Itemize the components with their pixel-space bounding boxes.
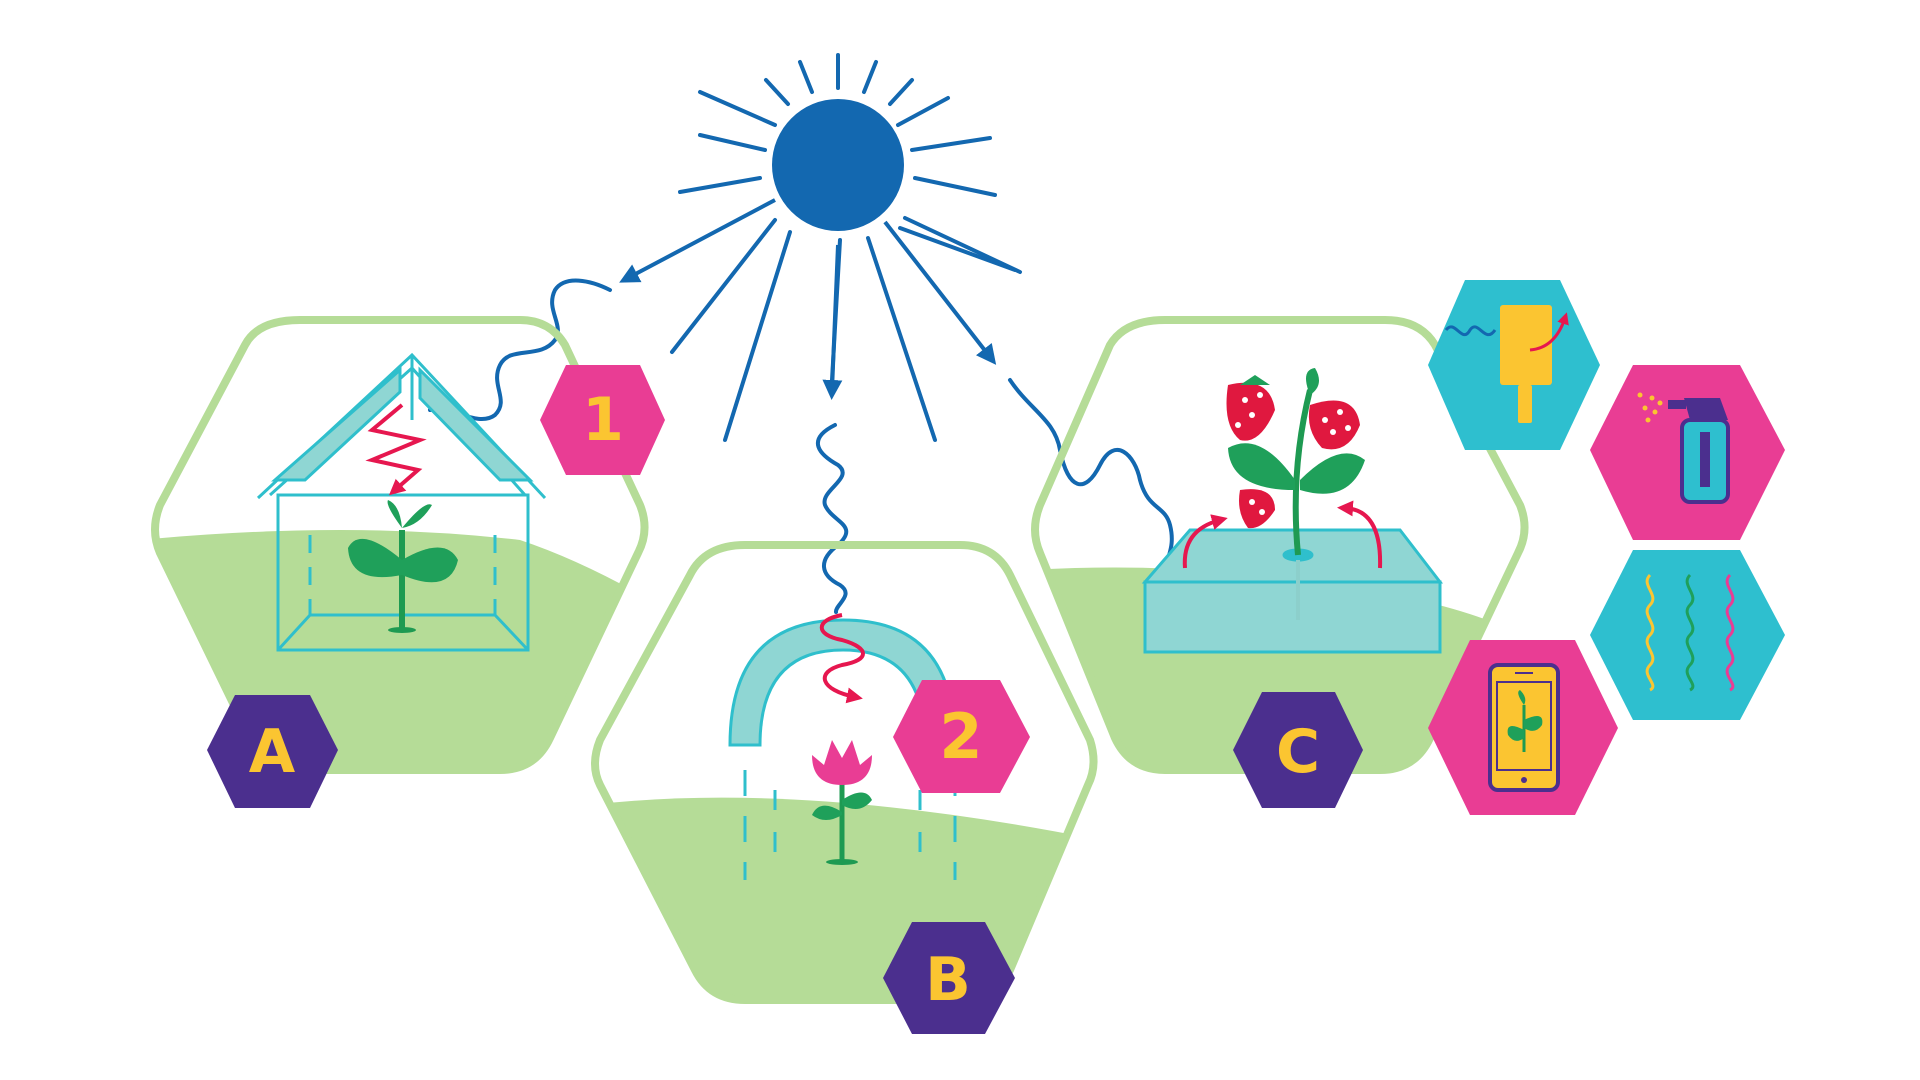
badge-c-label: C [1276, 717, 1320, 787]
badge-2-label: 2 [939, 700, 982, 773]
mulch-bed-icon [1141, 528, 1444, 654]
spray-bottle-icon [1637, 392, 1730, 504]
spray-bottle-hex [1590, 365, 1785, 540]
heat-waves-hex [1590, 550, 1785, 720]
smartphone-hex [1428, 640, 1618, 815]
trapped-heat-arrow [365, 403, 427, 496]
plant-icon [348, 500, 458, 633]
mulch-panel: C [1031, 316, 1529, 808]
badge-b: B [883, 922, 1015, 1034]
badge-1: 1 [540, 365, 665, 475]
badge-a: A [207, 695, 338, 808]
ground [595, 797, 1094, 1000]
sun-icon [619, 53, 1022, 442]
sticky-trap-icon [1444, 305, 1569, 423]
heat-waves-icon [1645, 573, 1735, 692]
flower-icon [812, 740, 872, 865]
badge-2: 2 [893, 680, 1030, 793]
heat-arrow-right [1337, 500, 1383, 569]
radiation-waves [428, 278, 1174, 614]
badge-a-label: A [249, 717, 296, 787]
badge-c: C [1233, 692, 1363, 808]
heat-arrow-left [1182, 514, 1228, 569]
smartphone-icon [1488, 663, 1560, 792]
strawberry-plant-icon [1226, 368, 1365, 556]
polytunnel-panel: 2 B [591, 541, 1098, 1034]
badge-1-label: 1 [582, 385, 624, 455]
trapped-heat-arrow [820, 613, 865, 704]
greenhouse-panel: 1 A [151, 316, 665, 808]
sticky-trap-hex [1428, 280, 1600, 450]
greenhouse-icon [256, 352, 547, 652]
badge-b-label: B [925, 945, 971, 1015]
